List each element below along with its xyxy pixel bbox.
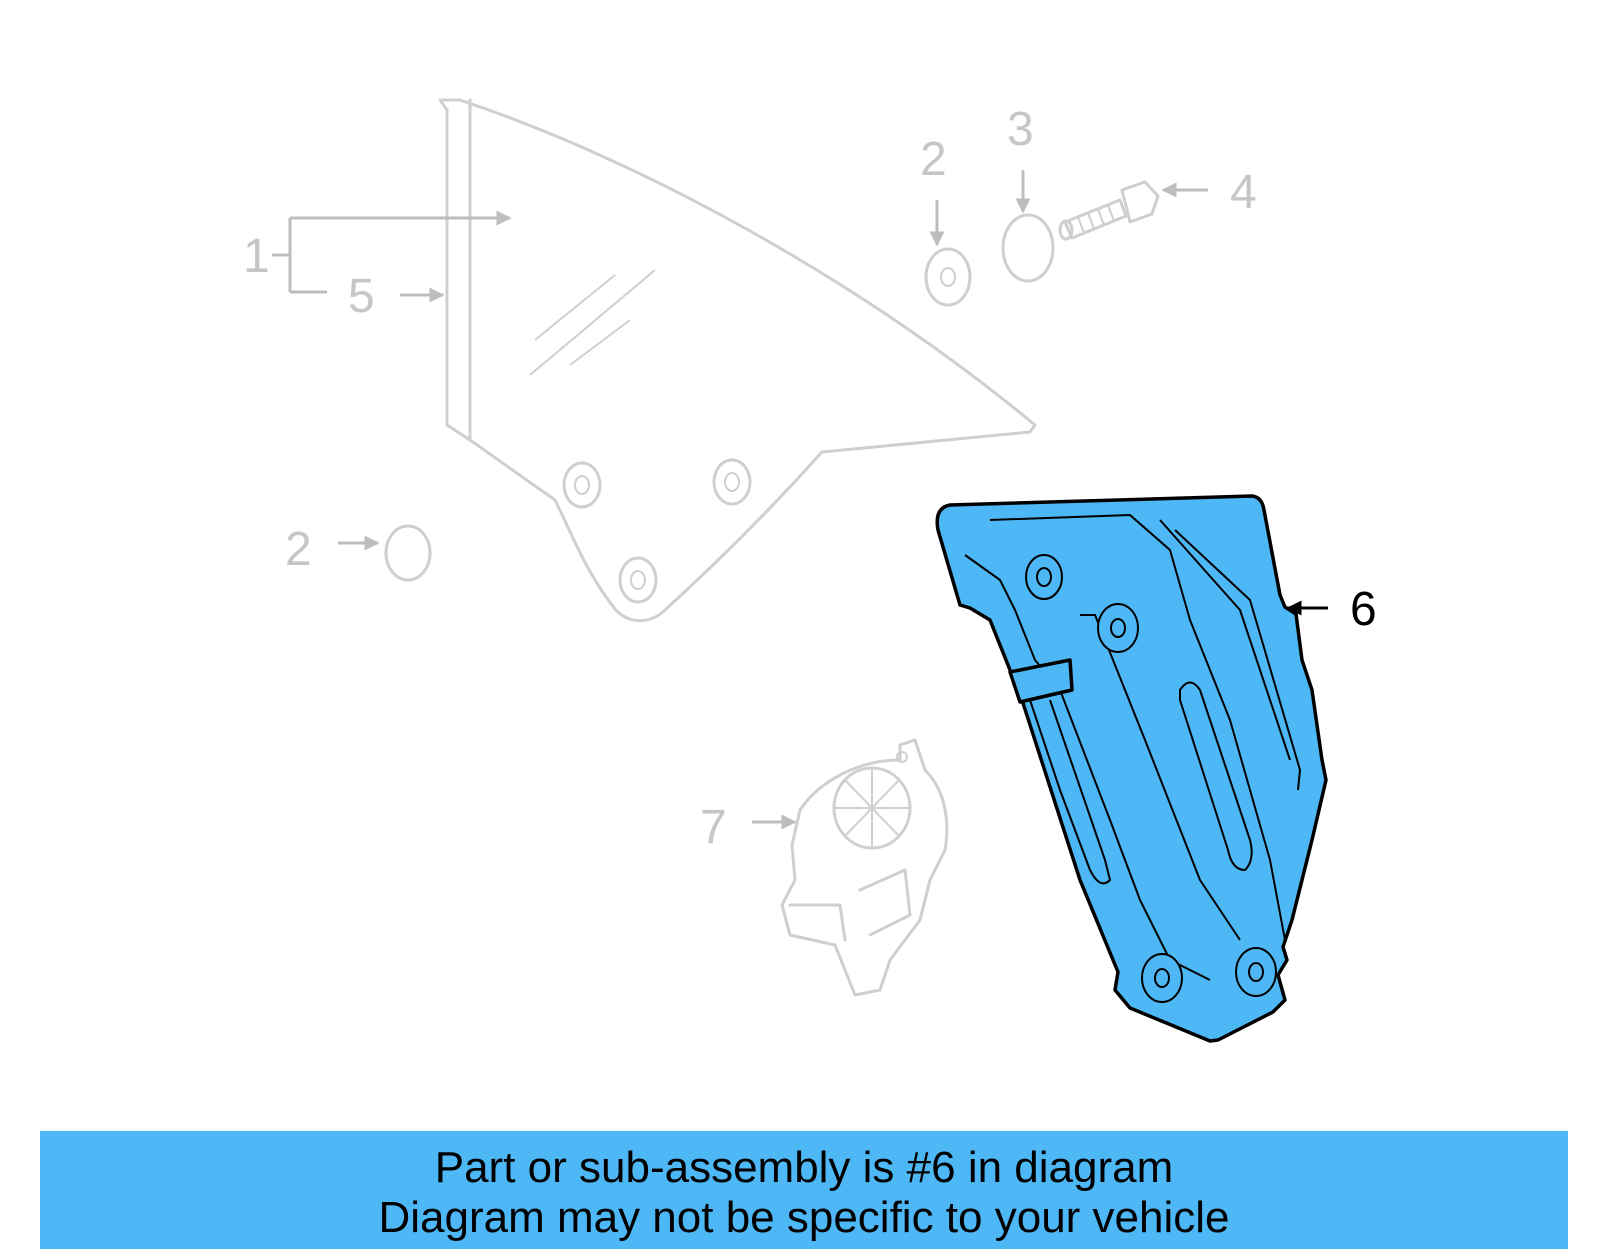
glass-mount-hole	[562, 461, 602, 509]
callout-1: 1	[243, 218, 510, 294]
part6-mount-hole	[1025, 554, 1063, 600]
svg-text:7: 7	[700, 801, 727, 854]
washer-part	[924, 247, 972, 307]
glass-mount-hole	[618, 556, 658, 604]
banner-disclaimer: Diagram may not be specific to your vehi…	[378, 1193, 1230, 1242]
callout-2-top: 2	[920, 133, 972, 307]
window-regulator-part-6[interactable]	[935, 494, 1328, 1043]
part6-mount-hole	[1235, 947, 1277, 997]
part6-mount-hole	[1141, 953, 1183, 1003]
svg-text:2: 2	[285, 523, 312, 576]
part6-mount-hole	[1097, 603, 1139, 653]
callout-6: 6	[1286, 583, 1377, 636]
svg-text:4: 4	[1230, 166, 1257, 219]
banner-part-note: Part or sub-assembly is #6 in diagram	[434, 1143, 1174, 1192]
callout-5: 5	[348, 270, 445, 323]
callout-7: 7	[700, 738, 949, 997]
svg-text:3: 3	[1007, 103, 1034, 156]
glass-mount-hole	[712, 458, 752, 506]
svg-text:6: 6	[1350, 583, 1377, 636]
callout-3: 3	[1001, 103, 1055, 283]
seal-ring-part	[1001, 213, 1055, 283]
window-motor-part	[780, 738, 949, 997]
info-banner: Part or sub-assembly is #6 in diagram Di…	[40, 1131, 1568, 1249]
bolt-part	[1058, 180, 1160, 241]
svg-text:5: 5	[348, 270, 375, 323]
callout-4: 4	[1058, 166, 1257, 241]
svg-text:1: 1	[243, 230, 270, 283]
quarter-glass-assembly	[438, 98, 1037, 623]
callout-2-left: 2	[285, 523, 432, 582]
svg-text:2: 2	[920, 133, 947, 186]
o-ring-part	[384, 524, 432, 582]
